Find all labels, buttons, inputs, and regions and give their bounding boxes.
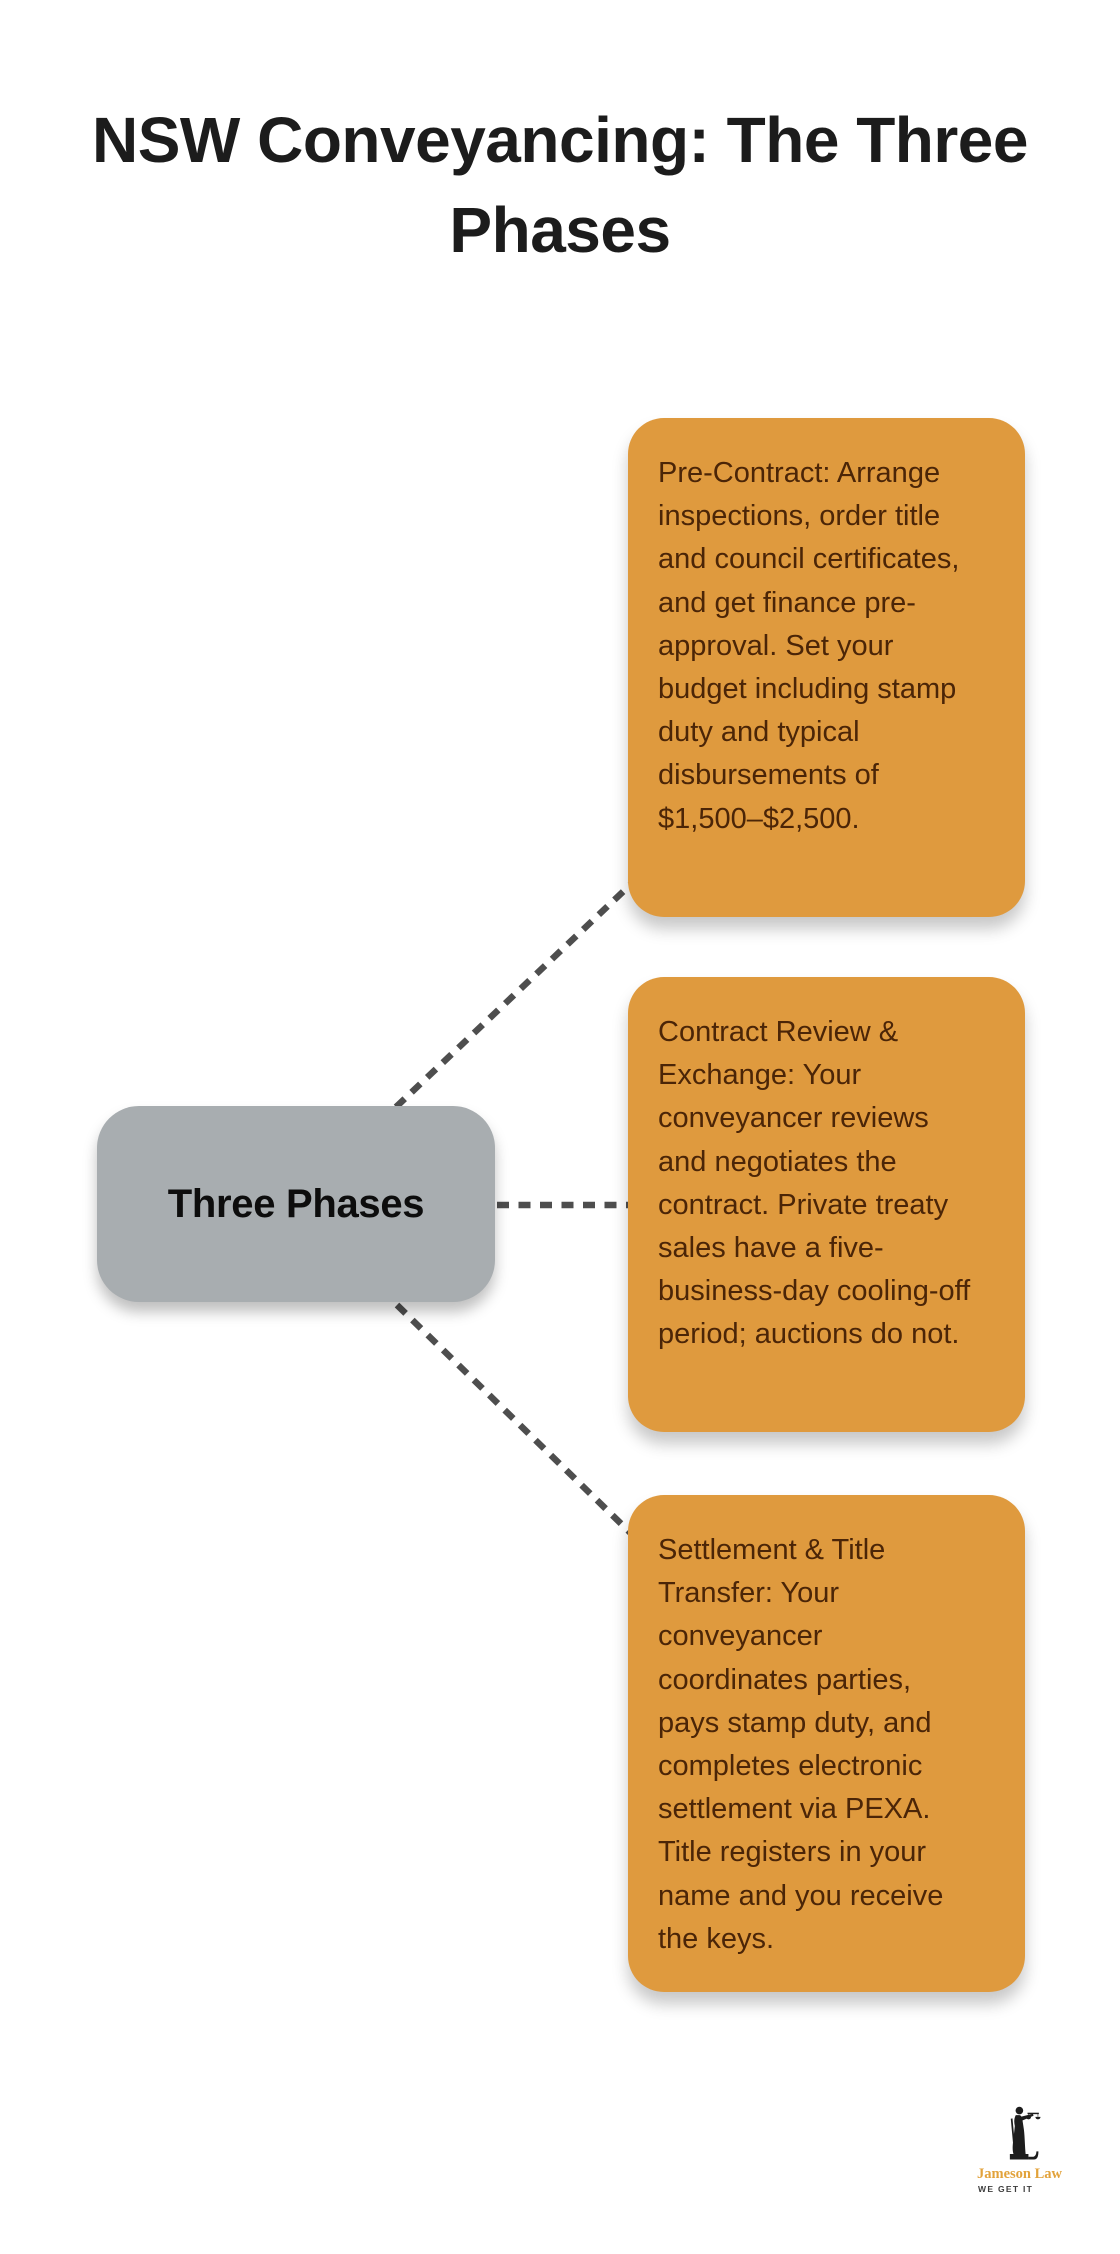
- connector-top: [393, 865, 651, 1110]
- phase-text-pre-contract: Pre-Contract: Arrange inspections, order…: [658, 457, 960, 835]
- phase-box-contract-review: Contract Review & Exchange: Your conveya…: [628, 977, 1025, 1432]
- logo-tagline: WE GET IT: [978, 2184, 1034, 2194]
- phase-text-contract-review: Contract Review & Exchange: Your conveya…: [658, 1016, 971, 1351]
- logo-wordmark: Jameson Law: [977, 2166, 1062, 2182]
- center-node: Three Phases: [97, 1106, 495, 1302]
- phase-text-settlement: Settlement & Title Transfer: Your convey…: [658, 1534, 944, 1955]
- page-title: NSW Conveyancing: The Three Phases: [92, 104, 1028, 266]
- jameson-law-logo: Jameson Law WE GET IT: [977, 2106, 1063, 2194]
- center-node-label: Three Phases: [167, 1181, 425, 1226]
- lady-justice-statue-icon: [1009, 2106, 1041, 2160]
- phase-box-pre-contract: Pre-Contract: Arrange inspections, order…: [628, 418, 1025, 917]
- connector-bottom: [394, 1302, 651, 1553]
- phase-box-settlement: Settlement & Title Transfer: Your convey…: [628, 1495, 1025, 1992]
